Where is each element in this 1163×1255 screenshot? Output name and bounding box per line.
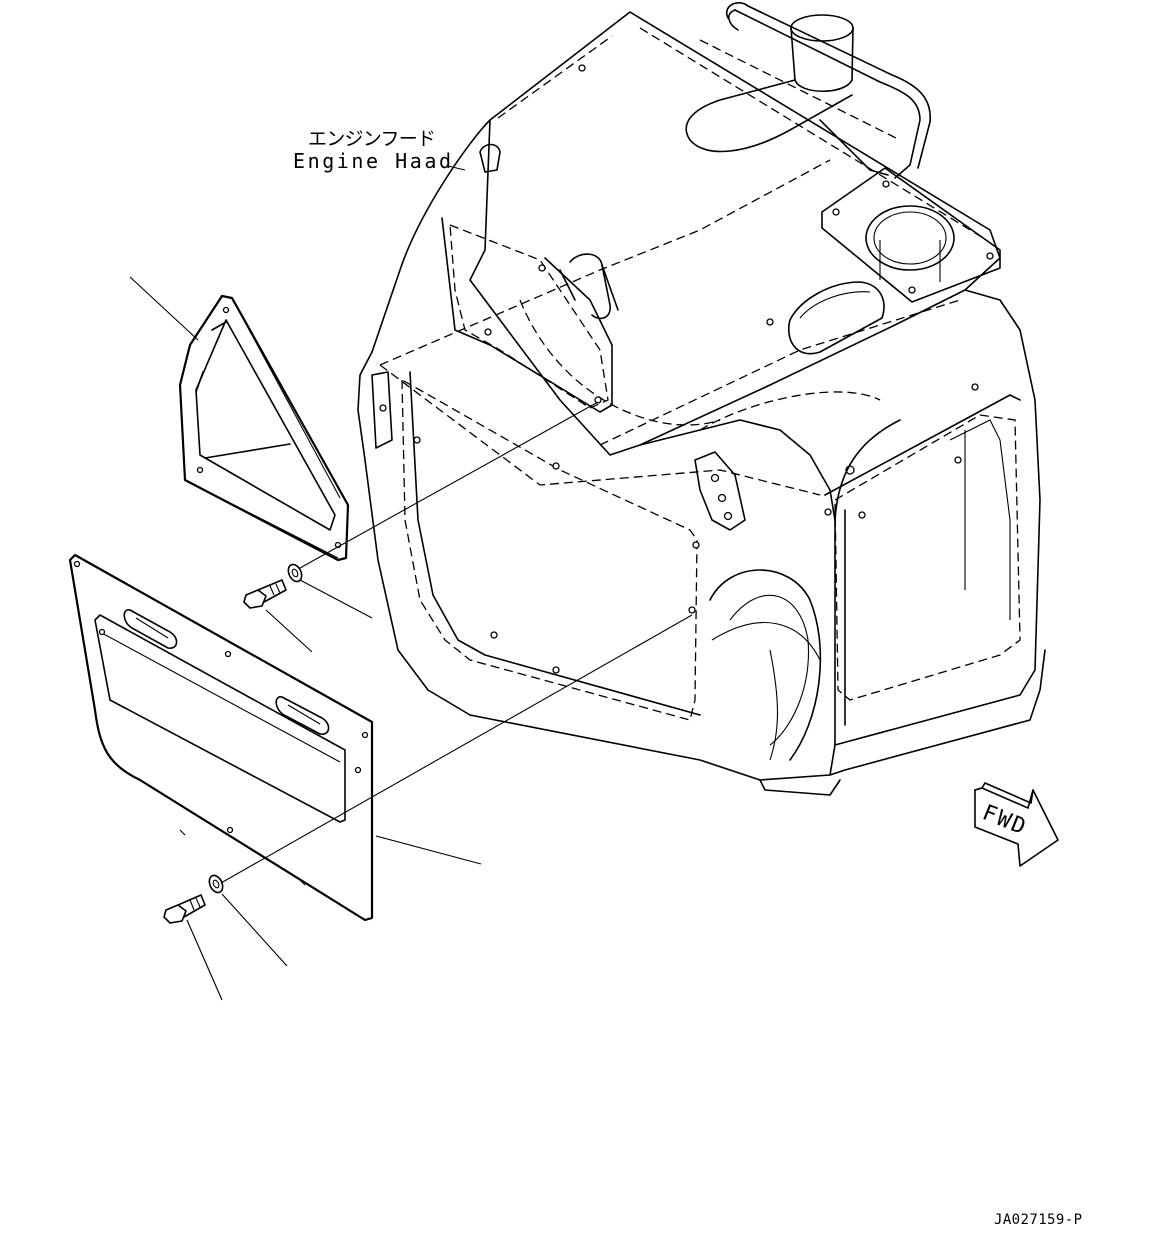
fwd-arrow: FWD bbox=[974, 782, 1059, 867]
small-cover-plate bbox=[178, 294, 350, 562]
handle-slot-lower bbox=[275, 696, 330, 735]
drawing-number: JA027159-P bbox=[994, 1212, 1082, 1228]
washer-upper bbox=[287, 563, 303, 583]
engine-hood-label-jp: エンジンフード bbox=[308, 128, 436, 150]
exhaust-pipe bbox=[685, 14, 854, 153]
large-cover-plate bbox=[68, 553, 374, 922]
handrail bbox=[699, 2, 931, 179]
intake-flange bbox=[821, 167, 1001, 303]
leader-lines bbox=[129, 165, 693, 1001]
washer-lower bbox=[208, 874, 224, 894]
bolt-lower bbox=[163, 894, 206, 924]
fwd-label: FWD bbox=[979, 800, 1029, 840]
handle-slot-upper bbox=[123, 609, 178, 649]
engine-hood-label-en: Engine Haad bbox=[293, 149, 451, 173]
engine-hood bbox=[357, 2, 1046, 796]
bolt-upper bbox=[243, 579, 287, 609]
